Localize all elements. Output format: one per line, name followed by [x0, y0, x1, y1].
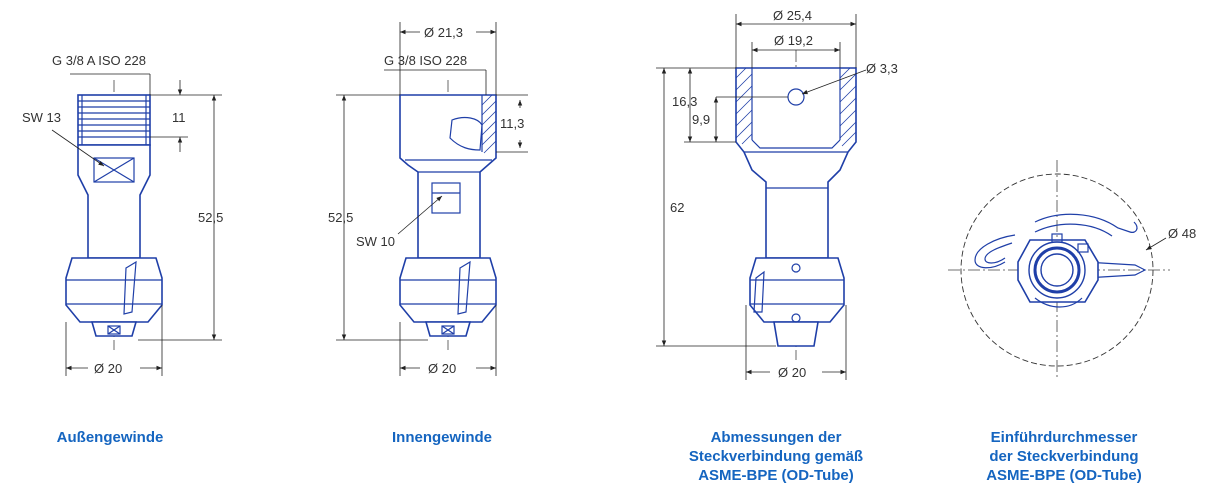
dim-thread-spec: G 3/8 ISO 228 [384, 53, 467, 68]
caption-asme-connection: Abmessungen der Steckverbindung gemäß AS… [676, 428, 876, 485]
caption-line: der Steckverbindung [989, 448, 1139, 465]
dim-diameter: Ø 20 [428, 361, 456, 376]
dim-wrench: SW 13 [22, 110, 61, 125]
caption-line: Steckverbindung gemäß [688, 448, 864, 465]
dim-diameter: Ø 20 [94, 361, 122, 376]
dim-top-diameter: Ø 21,3 [424, 25, 463, 40]
dim-hole: Ø 3,3 [866, 61, 898, 76]
dim-diameter: Ø 20 [778, 365, 806, 380]
dim-length: 52,5 [328, 210, 353, 225]
dim-thread-length: 11,3 [500, 116, 524, 131]
dim-depth-2: 9,9 [692, 112, 710, 127]
dim-thread-length: 11 [172, 110, 186, 125]
figure-external-thread: G 3/8 A ISO 228 SW 13 11 52,5 Ø 20 [22, 53, 223, 376]
dim-length: 62 [670, 200, 684, 215]
figure-asme-connection: Ø 25,4 Ø 19,2 Ø 3,3 16,3 9,9 62 Ø 20 [656, 8, 898, 380]
caption-line: Abmessungen der [710, 429, 842, 446]
caption-line: ASME-BPE (OD-Tube) [986, 467, 1142, 484]
dim-depth-1: 16,3 [672, 94, 697, 109]
dim-circle: Ø 48 [1168, 226, 1196, 241]
figure-insertion-diameter: Ø 48 [948, 160, 1196, 380]
dim-thread: G 3/8 A ISO 228 [52, 53, 146, 68]
caption-internal-thread: Innengewinde [391, 429, 492, 446]
figure-internal-thread: Ø 21,3 G 3/8 ISO 228 11,3 52,5 SW 10 Ø 2… [328, 22, 528, 376]
dim-wrench: SW 10 [356, 234, 395, 249]
caption-line: Einführdurchmesser [990, 429, 1138, 446]
caption-external-thread: Außengewinde [56, 429, 164, 446]
caption-line: ASME-BPE (OD-Tube) [698, 467, 854, 484]
dim-length: 52,5 [198, 210, 223, 225]
caption-insertion-diameter: Einführdurchmesser der Steckverbindung A… [964, 428, 1164, 485]
dim-inner-diameter: Ø 19,2 [774, 33, 813, 48]
dim-outer-diameter: Ø 25,4 [773, 8, 812, 23]
